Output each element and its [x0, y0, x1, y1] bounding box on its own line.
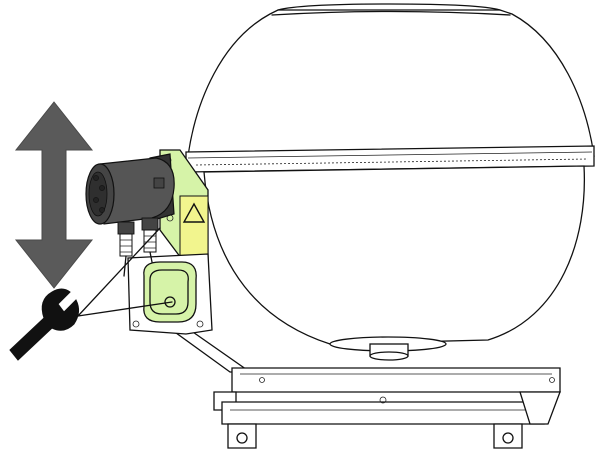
warning-triangle-icon [182, 202, 206, 223]
adjustment-bracket [127, 253, 213, 335]
wrench-icon [9, 288, 80, 361]
mixer-drum [185, 3, 595, 361]
mixer-base-frame [169, 329, 561, 449]
hydraulic-motor [85, 153, 175, 235]
double-headed-vertical-arrow-icon [14, 101, 94, 289]
wrench-indicator [9, 227, 173, 361]
